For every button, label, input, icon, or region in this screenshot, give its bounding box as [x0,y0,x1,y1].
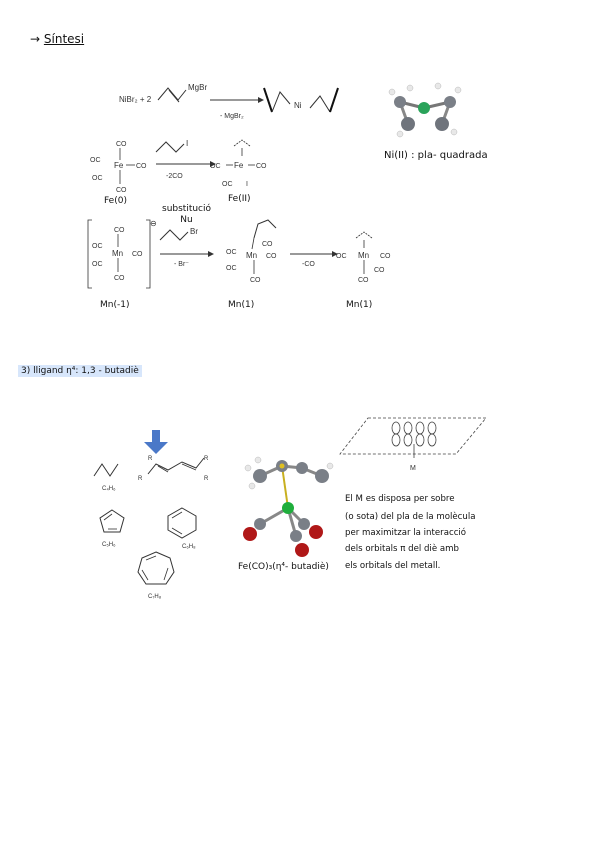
mn-left-co-botleft: OC [92,261,103,268]
note-line-2: (o sota) del pla de la molècula [345,512,476,522]
subst-r2: R [138,476,143,482]
fe-right-lig-left: OC [210,163,221,170]
diene-ligands: C₄H₆ R R R R C₅H₆ C₆H₈ C₇H₈ [93,430,209,600]
cht-formula: C₇H₈ [148,594,162,600]
mn-left-center: Mn [112,249,123,258]
cp-formula: C₅H₆ [102,542,116,548]
fe-left-co-bottom: CO [116,187,127,194]
fe-butadiene-model [243,456,334,557]
note-line-5: els orbitals del metall. [345,561,441,571]
fe-left-label: Fe(0) [104,196,127,206]
mn-left-co-right: CO [132,251,143,258]
reaction1-center: Ni [294,101,302,110]
note-line-1: El M es disposa per sobre [345,494,455,504]
subst-r4: R [204,476,209,482]
section-header: → Síntesi [30,32,84,46]
reaction1-scheme: MgBr - MgBr₂ Ni [157,83,339,120]
ni-allyl-model [388,82,462,138]
fe-right-label: Fe(II) [228,194,251,204]
mn-right-co-botright: CO [374,267,385,274]
orbital-metal: M [410,465,416,472]
mn-mid-co-top: CO [262,241,273,248]
fe-right-lig-right: CO [256,163,267,170]
fe-left-co-left: OC [90,157,101,164]
mn-right-co-bottom: CO [358,277,369,284]
mn-left-label: Mn(-1) [100,300,130,310]
fe-left-center: Fe [114,161,124,170]
note-line-3: per maximitzar la interacció [345,528,467,538]
fe-left-co-right: CO [136,163,147,170]
mn-right-label: Mn(1) [346,300,373,310]
substitution-line1: substitució [162,204,212,214]
section-title: Síntesi [43,32,85,46]
fe-right-center: Fe [234,161,244,170]
note-line-4: dels orbitals π del diè amb [345,544,459,554]
mn-mid-co-left: OC [226,249,237,256]
reaction1-byproduct: - MgBr₂ [220,113,244,120]
reaction1-reactant: NiBr₂ + 2 [119,95,152,104]
fe-model-label: Fe(CO)₃(η⁴- butadiè) [238,562,329,572]
orbital-diagram: M [339,417,487,472]
substitution-line2: Nu [180,215,193,225]
butadiene-formula: C₄H₆ [102,486,116,492]
mn-mid-label: Mn(1) [228,300,255,310]
reaction2-reagent: I [186,139,188,148]
mn-right-center: Mn [358,251,369,260]
blue-down-arrow-icon [144,442,168,454]
reaction3-scheme: ⊖ CO OC Mn CO OC CO Br - Br⁻ CO OC Mn CO… [87,219,391,289]
arrow-icon: → [30,32,41,46]
reaction2-scheme: CO OC Fe CO OC CO I -2CO OC Fe CO OC I [90,139,267,194]
chd-formula: C₆H₈ [182,544,196,550]
reaction3-condition2: -CO [302,261,315,268]
mn-mid-co-right: CO [266,253,277,260]
reaction3-reagent: Br [190,227,198,236]
fe-left-co-top: CO [116,141,127,148]
section3-title: 3) lligand η⁴: 1,3 - butadiè [18,365,142,377]
mn-mid-center: Mn [246,251,257,260]
reaction1-reagent: MgBr [188,83,207,92]
subst-r3: R [204,456,209,462]
reaction3-condition1: - Br⁻ [174,261,189,268]
reaction2-condition: -2CO [166,173,183,180]
mn-left-co-top: CO [114,227,125,234]
mn-right-co-left: OC [336,253,347,260]
ni-model-label: Ni(II) : pla- quadrada [384,150,488,161]
mn-left-co-left: OC [92,243,103,250]
fe-right-lig-botright: I [246,181,248,188]
subst-r1: R [148,456,153,462]
mn-right-co-right: CO [380,253,391,260]
mn-mid-co-bottom: CO [250,277,261,284]
charge-badge: ⊖ [150,219,157,228]
mn-left-co-bottom: CO [114,275,125,282]
substitution-note: substitució Nu [162,204,211,226]
fe-right-lig-botleft: OC [222,181,233,188]
mn-mid-co-botleft: OC [226,265,237,272]
fe-left-co-botleft: OC [92,175,103,182]
